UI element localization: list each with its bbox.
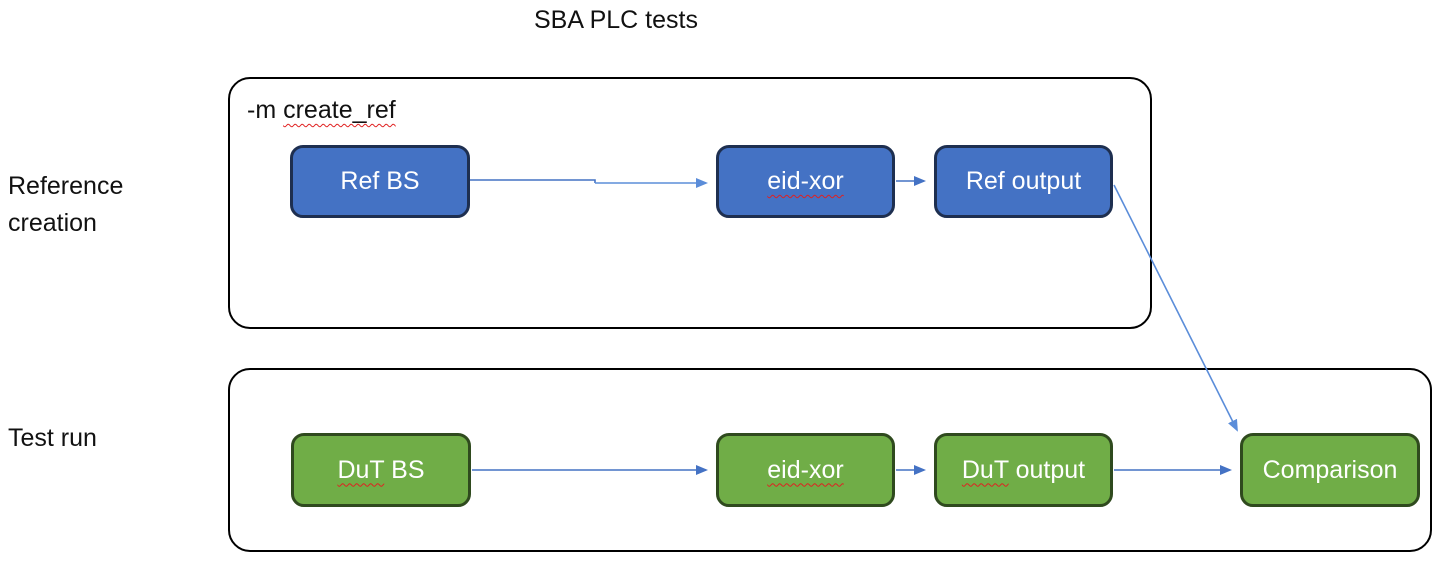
node-eid-xor-reference: eid-xor <box>716 145 895 218</box>
node-dut-output-misspelled: DuT <box>961 455 1009 484</box>
test-run-label-text: Test run <box>8 424 97 452</box>
node-dut-bs: DuT BS <box>291 433 471 507</box>
node-dut-bs-misspelled: DuT <box>337 455 385 484</box>
node-dut-output: DuT output <box>934 433 1113 507</box>
node-eid-xor-reference-label: eid-xor <box>767 167 844 195</box>
reference-creation-label-line1: Reference <box>8 172 124 200</box>
create-ref-annotation-misspelled: create_ref <box>283 96 396 124</box>
node-eid-xor-test: eid-xor <box>716 433 895 507</box>
node-ref-bs: Ref BS <box>290 145 470 218</box>
node-dut-output-rest: output <box>1008 455 1086 484</box>
page-title: SBA PLC tests <box>534 6 698 34</box>
node-dut-output-label: DuT output <box>962 456 1085 485</box>
reference-creation-label-line2: creation <box>8 209 97 237</box>
create-ref-annotation-prefix: -m <box>247 96 284 124</box>
node-dut-bs-rest: BS <box>384 455 425 484</box>
test-run-container <box>228 368 1432 552</box>
node-comparison: Comparison <box>1240 433 1420 507</box>
test-run-label: Test run <box>8 420 97 457</box>
reference-creation-label: Reference creation <box>8 168 123 242</box>
node-dut-bs-label: DuT BS <box>337 456 424 485</box>
node-eid-xor-test-label: eid-xor <box>767 455 844 484</box>
node-ref-bs-label: Ref BS <box>340 167 420 195</box>
node-ref-output-label: Ref output <box>965 167 1082 195</box>
node-ref-output: Ref output <box>934 145 1113 218</box>
create-ref-annotation: -m create_ref <box>247 96 396 125</box>
node-comparison-label: Comparison <box>1262 455 1398 484</box>
